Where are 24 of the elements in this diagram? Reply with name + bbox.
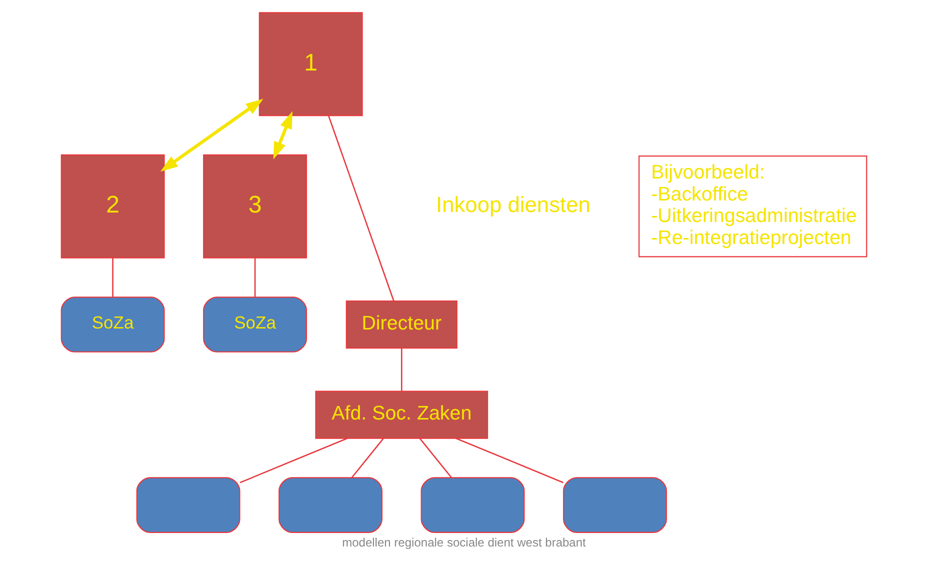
connector	[254, 258, 256, 297]
node-box	[420, 477, 525, 533]
node-box: SoZa	[60, 296, 165, 352]
node-box: Directeur	[346, 300, 458, 349]
label: Inkoop diensten	[436, 192, 590, 217]
arrow	[273, 111, 293, 160]
node-box	[563, 477, 667, 533]
node-box: 1	[258, 12, 363, 116]
connector	[419, 438, 452, 478]
node-box: SoZa	[203, 296, 307, 352]
arrow	[160, 98, 264, 172]
connector	[400, 348, 402, 392]
caption: modellen regionale sociale dient west brabant	[342, 535, 586, 550]
node-box	[136, 477, 240, 533]
connector	[240, 438, 348, 484]
node-box	[278, 477, 382, 533]
node-box: Bijvoorbeeld: -Backoffice -Uitkeringsadministratie -Re-integratieprojecten	[638, 156, 868, 258]
connector	[112, 258, 114, 297]
node-box: Afd. Soc. Zaken	[315, 390, 488, 439]
connector	[456, 438, 564, 484]
connector	[351, 438, 384, 478]
node-box: 3	[203, 154, 307, 258]
node-box: 2	[60, 154, 165, 258]
connector	[328, 115, 394, 302]
